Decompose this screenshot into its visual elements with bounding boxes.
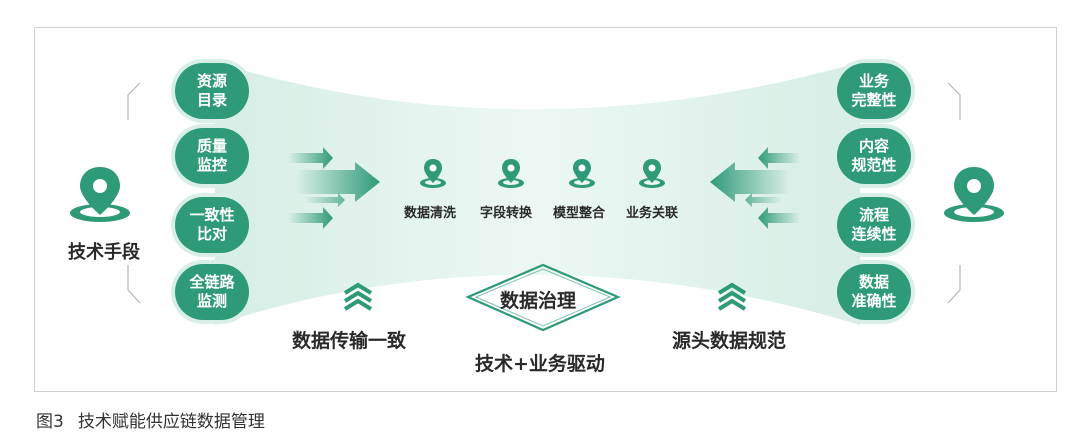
step-label-field-conversion: 字段转换 <box>480 206 533 221</box>
pill-line: 目录 <box>196 91 227 109</box>
pill-line: 流程 <box>858 206 889 224</box>
pill-line: 全链路 <box>189 273 235 291</box>
step-label-model-integration: 模型整合 <box>553 206 606 221</box>
right-pill-business-completeness: 业务 完整性 <box>837 63 911 119</box>
pill-line: 内容 <box>858 137 889 155</box>
left-pill-quality-monitoring: 质量 监控 <box>175 128 249 184</box>
left-location-icon <box>70 167 130 222</box>
step-location-icon <box>639 159 665 188</box>
step-location-icon <box>498 159 524 188</box>
figure-number: 图3 <box>36 412 64 432</box>
left-pill-full-chain-monitoring: 全链路 监测 <box>175 264 249 320</box>
right-pill-process-continuity: 流程 连续性 <box>837 197 911 253</box>
data-transmission-label: 数据传输一致 <box>292 330 407 352</box>
pill-line: 规范性 <box>851 156 897 174</box>
step-label-business-association: 业务关联 <box>626 206 679 221</box>
right-arrows <box>710 147 800 229</box>
pill-line: 质量 <box>196 137 227 155</box>
step-location-icon <box>420 159 446 188</box>
pill-line: 监控 <box>196 156 227 174</box>
left-pill-consistency-check: 一致性 比对 <box>175 197 249 253</box>
pill-line: 资源 <box>196 72 227 90</box>
pill-line: 监测 <box>196 292 227 310</box>
figure-caption: 图3 技术赋能供应链数据管理 <box>36 407 265 432</box>
pill-line: 业务 <box>858 72 889 90</box>
chevron-stack-icon <box>717 282 747 311</box>
step-location-icon <box>569 159 595 188</box>
left-arrows <box>288 147 380 229</box>
figure-title: 技术赋能供应链数据管理 <box>77 412 265 432</box>
pill-line: 连续性 <box>851 225 897 243</box>
governance-diamond <box>465 263 621 332</box>
right-location-icon <box>944 167 1004 222</box>
right-pill-content-standard: 内容 规范性 <box>837 128 911 184</box>
chevron-stack-icon <box>343 282 373 311</box>
governance-label: 数据治理 <box>500 290 577 312</box>
pill-line: 完整性 <box>851 91 897 109</box>
right-pill-data-accuracy: 数据 准确性 <box>837 264 911 320</box>
source-standard-label: 源头数据规范 <box>672 330 787 352</box>
pill-line: 比对 <box>196 225 227 243</box>
step-label-data-cleaning: 数据清洗 <box>404 206 457 221</box>
pill-line: 数据 <box>858 273 889 291</box>
driver-label: 技术+业务驱动 <box>475 353 605 375</box>
left-side-label: 技术手段 <box>68 242 140 263</box>
band-shape <box>215 62 860 325</box>
pill-line: 一致性 <box>189 206 235 224</box>
brackets <box>127 82 961 304</box>
pill-line: 准确性 <box>851 292 897 310</box>
left-pill-resource-catalog: 资源 目录 <box>175 63 249 119</box>
